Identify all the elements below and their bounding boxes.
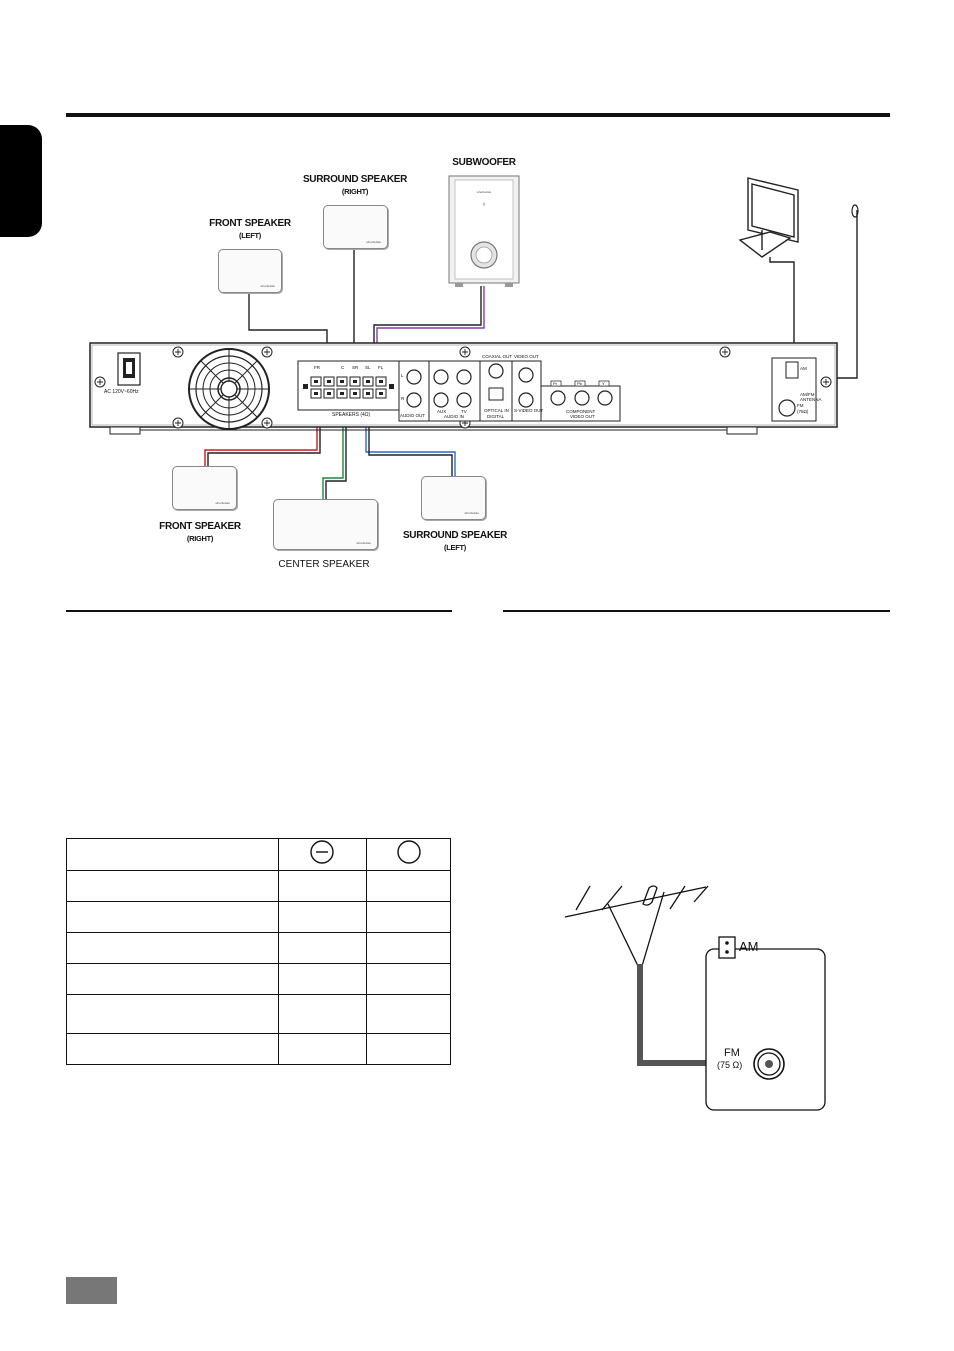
front-right-sub: (RIGHT) <box>186 534 214 543</box>
table-row <box>66 870 451 902</box>
detail-am-label: AM <box>739 939 759 954</box>
antenna-mast-icon <box>564 885 709 967</box>
minus-header-cell <box>277 838 368 871</box>
svg-text:◊: ◊ <box>483 202 486 208</box>
subwoofer-label: SUBWOOFER <box>452 157 516 168</box>
table-header-cell <box>66 838 279 871</box>
left-section-rule <box>66 610 452 612</box>
table-row <box>66 994 451 1034</box>
tv-label: TV <box>461 409 467 414</box>
surround-speaker-right: wharfedale <box>323 205 388 249</box>
minus-circle-icon <box>310 840 335 864</box>
fm-antenna-diagram <box>564 885 826 1111</box>
am-panel-label: AM <box>800 366 807 371</box>
language-tab <box>0 125 42 237</box>
am-loop-antenna <box>738 177 799 258</box>
component-video-out-label: VIDEO OUT <box>570 414 595 419</box>
svg-text:wharfedale: wharfedale <box>477 190 492 194</box>
front-speaker-right: wharfedale <box>172 466 237 510</box>
sp-ch-sr: SR <box>352 365 359 370</box>
optical-in-label: OPTICAL IN <box>484 408 509 413</box>
center-speaker: wharfedale <box>273 499 378 550</box>
panel-l-label: L <box>401 373 404 378</box>
pr-label: Pr <box>553 381 557 386</box>
front-right-main: FRONT SPEAKER <box>159 521 241 532</box>
y-label: Y <box>602 381 605 386</box>
video-out-label: VIDEO OUT <box>514 354 539 359</box>
front-left-sub: (LEFT) <box>239 231 261 240</box>
coaxial-out-label: COAXIAL OUT <box>482 354 513 359</box>
aux-label: AUX <box>437 409 447 414</box>
top-rule <box>66 113 890 117</box>
detail-fm-label: FM <box>724 1047 740 1059</box>
rear-panel <box>89 342 838 435</box>
audio-in-label: AUDIO IN <box>444 414 465 419</box>
polarity-table <box>66 838 451 1065</box>
table-row <box>66 963 451 995</box>
table-header-row <box>66 838 451 871</box>
table-row <box>66 901 451 933</box>
ac-label: AC 120V~60Hz <box>104 389 139 395</box>
sp-ch-fl: FL <box>378 365 384 370</box>
digital-label: DIGITAL <box>487 414 505 419</box>
center-speaker-label: CENTER SPEAKER <box>278 559 370 570</box>
svideo-out-label: S-VIDEO OUT <box>514 408 544 413</box>
right-section-rule <box>503 610 890 612</box>
fm-wire-antenna <box>851 204 859 218</box>
plus-circle-icon <box>396 840 421 864</box>
surround-right-main: SURROUND SPEAKER <box>302 174 408 185</box>
subwoofer-unit: wharfedale ◊ <box>448 175 520 287</box>
table-row <box>66 932 451 964</box>
plus-header-cell <box>366 838 451 871</box>
speakers-label: SPEAKERS (4Ω) <box>332 412 371 418</box>
fm-panel-label: FM <box>797 403 804 408</box>
amfm-antenna-label: AM/FM ANTENNA <box>800 392 822 402</box>
connection-diagram: wharfedale ◊ <box>89 175 859 499</box>
fm-ohm-panel-label: (75Ω) <box>797 409 809 414</box>
front-left-main: FRONT SPEAKER <box>209 218 291 229</box>
front-right-label: FRONT SPEAKER (RIGHT) <box>145 521 255 545</box>
surround-left-sub: (LEFT) <box>444 543 466 552</box>
sp-ch-fr: FR <box>314 365 320 370</box>
sp-ch-c: C <box>341 365 345 370</box>
surround-left-main: SURROUND SPEAKER <box>402 530 508 541</box>
pb-label: Pb <box>577 381 582 386</box>
audio-out-label: AUDIO OUT <box>400 413 426 418</box>
panel-r-label: R <box>401 396 405 401</box>
surround-right-sub: (RIGHT) <box>341 187 369 196</box>
sp-ch-sl: SL <box>365 365 371 370</box>
component-label: COMPONENT <box>566 409 596 414</box>
front-left-label: FRONT SPEAKER (LEFT) <box>195 218 305 242</box>
surround-speaker-left: wharfedale <box>421 476 486 520</box>
detail-fm-ohm-label: (75 Ω) <box>717 1060 743 1070</box>
front-speaker-left: wharfedale <box>218 249 282 293</box>
surround-left-label: SURROUND SPEAKER (LEFT) <box>390 530 520 554</box>
table-row <box>66 1033 451 1065</box>
page-number-box <box>66 1277 117 1304</box>
surround-right-label: SURROUND SPEAKER (RIGHT) <box>290 174 420 198</box>
